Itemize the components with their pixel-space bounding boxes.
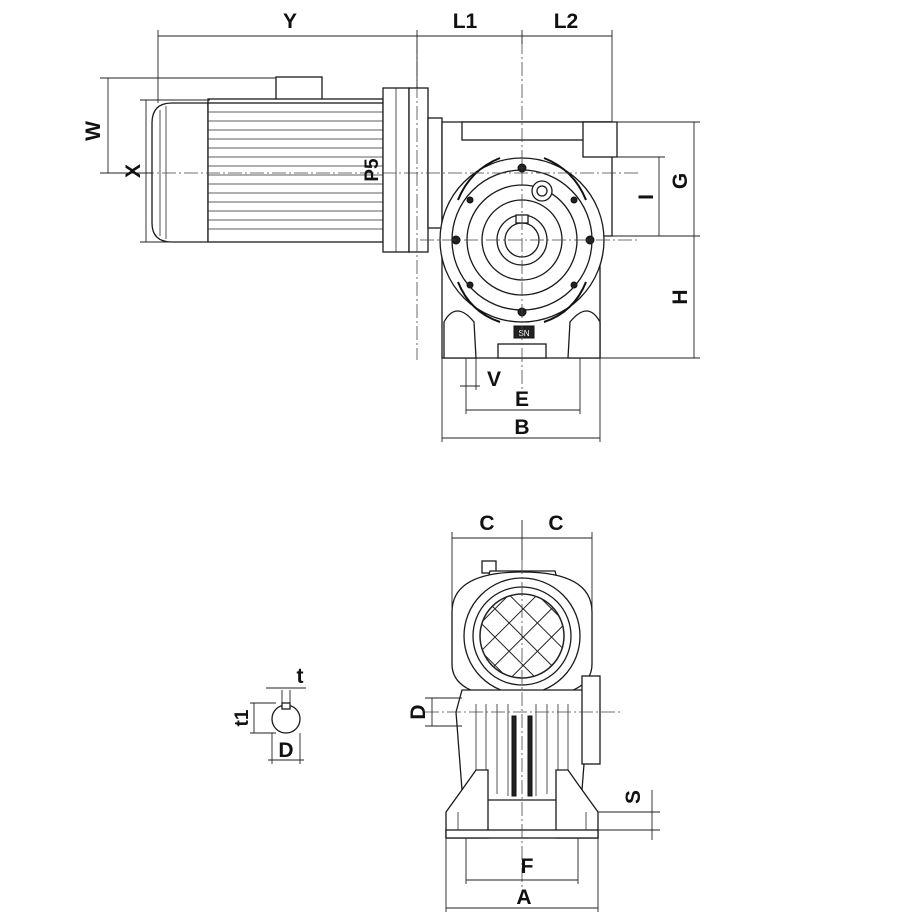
label-L1: L1 — [453, 10, 478, 33]
label-W: W — [82, 121, 105, 141]
label-G: G — [669, 173, 692, 189]
label-E: E — [515, 388, 529, 411]
label-F: F — [521, 855, 534, 878]
label-B: B — [514, 416, 529, 439]
front-left-foot — [445, 769, 489, 839]
label-D-front: D — [407, 704, 430, 719]
label-H: H — [669, 289, 692, 304]
label-t1: t1 — [232, 709, 253, 726]
label-S: S — [622, 790, 645, 804]
front-view: C C — [407, 512, 660, 912]
shaft-key-detail: t t1 D — [232, 665, 306, 764]
left-foot — [443, 310, 477, 359]
label-L2: L2 — [554, 10, 579, 33]
motor-fins — [208, 111, 383, 230]
label-I: I — [635, 194, 658, 200]
side-view: SN Y L1 L2 W X P5 G I H — [82, 10, 700, 442]
label-X: X — [122, 164, 145, 178]
right-foot — [567, 310, 601, 359]
label-C-right: C — [548, 512, 563, 535]
vent-plug — [531, 180, 553, 202]
front-right-foot — [555, 769, 599, 839]
label-t: t — [297, 665, 304, 688]
label-V: V — [487, 368, 501, 391]
label-A: A — [516, 886, 531, 909]
label-C-left: C — [479, 512, 494, 535]
nameplate — [513, 325, 535, 339]
label-Y: Y — [283, 10, 297, 33]
motor-body — [207, 102, 384, 243]
terminal-box — [275, 76, 323, 101]
nameplate-text: SN — [518, 329, 529, 338]
adapter-flange — [408, 87, 429, 253]
label-P5: P5 — [362, 158, 383, 182]
label-D-key: D — [278, 739, 293, 762]
